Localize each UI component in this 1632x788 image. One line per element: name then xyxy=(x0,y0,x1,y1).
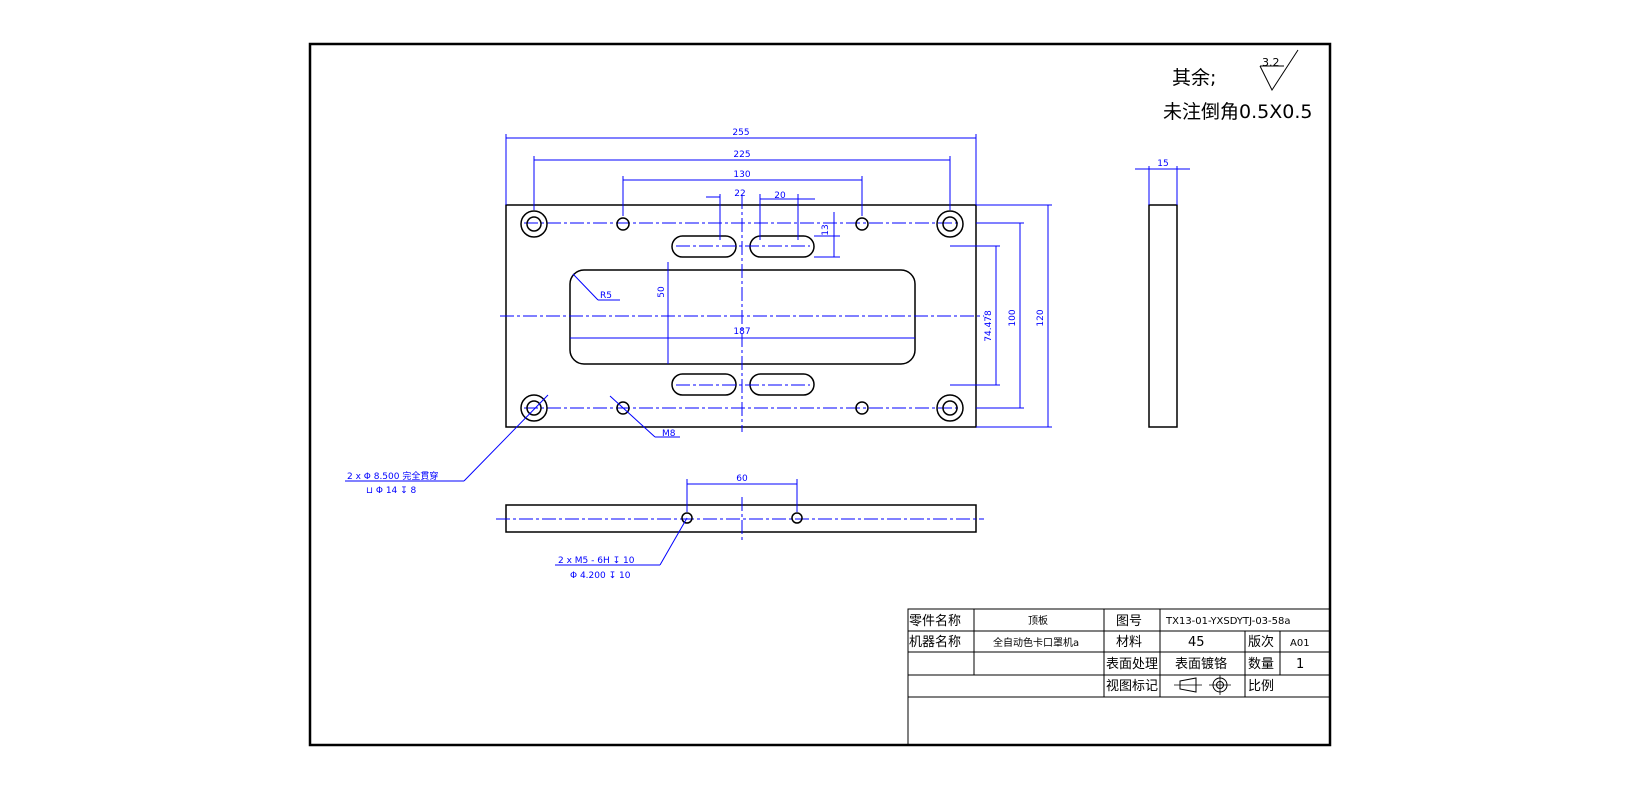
svg-text:R5: R5 xyxy=(600,291,612,301)
counterbore-hole-top-left xyxy=(520,210,548,238)
part-name-label: 零件名称 xyxy=(909,613,961,629)
hole-callout: 2 x Φ 8.500 完全貫穿 ⊔ Φ 14 ↧ 8 xyxy=(345,394,549,496)
part-name-value: 顶板 xyxy=(1028,614,1048,627)
side-view-outline xyxy=(1148,204,1178,428)
drawing-no-value: TX13-01-YXSDYTJ-03-58a xyxy=(1165,616,1291,627)
dim-13: 13 xyxy=(814,212,840,258)
r5-callout: R5 xyxy=(572,273,620,301)
dim-20: 20 xyxy=(760,191,815,240)
dim-120: 120 xyxy=(976,204,1052,428)
svg-text:M8: M8 xyxy=(662,429,676,439)
drawing-no-label: 图号 xyxy=(1116,614,1142,629)
machine-name-value: 全自动色卡口罩机a xyxy=(993,636,1079,649)
version-label: 版次 xyxy=(1248,634,1274,650)
svg-text:50: 50 xyxy=(657,286,667,298)
quantity-value: 1 xyxy=(1296,657,1304,672)
dim-225: 225 xyxy=(533,150,951,210)
dim-15: 15 xyxy=(1135,159,1190,205)
dim-60: 60 xyxy=(686,474,798,512)
roughness-value: 3.2 xyxy=(1262,56,1280,69)
svg-text:225: 225 xyxy=(733,150,750,160)
dim-50: 50 xyxy=(657,262,669,364)
svg-text:255: 255 xyxy=(732,128,749,138)
svg-text:Φ 4.200 ↧ 10: Φ 4.200 ↧ 10 xyxy=(570,571,631,581)
material-value: 45 xyxy=(1188,635,1205,650)
dim-100: 100 xyxy=(976,222,1024,409)
material-label: 材料 xyxy=(1116,635,1142,650)
drawing-frame xyxy=(308,42,1332,747)
dim-130: 130 xyxy=(622,170,863,216)
quantity-label: 数量 xyxy=(1248,657,1274,672)
counterbore-hole-bottom-left xyxy=(520,394,548,422)
m8-hole-top-left xyxy=(616,217,630,231)
svg-text:100: 100 xyxy=(1008,309,1018,326)
thread-hole-right xyxy=(791,512,803,524)
dim-187: 187 xyxy=(570,327,915,339)
svg-text:2 x Φ 8.500 完全貫穿: 2 x Φ 8.500 完全貫穿 xyxy=(347,470,438,482)
m8-hole-bottom-left xyxy=(616,401,630,415)
m8-hole-top-right xyxy=(855,217,869,231)
thread-callout: 2 x M5 - 6H ↧ 10 Φ 4.200 ↧ 10 xyxy=(555,517,688,581)
title-block: 零件名称 顶板 图号 TX13-01-YXSDYTJ-03-58a 机器名称 全… xyxy=(907,608,1331,746)
side-view: 15 xyxy=(1135,159,1190,428)
front-view: 255 225 130 22 20 13 xyxy=(345,128,1052,496)
machine-name-label: 机器名称 xyxy=(909,634,961,650)
counterbore-hole-bottom-right xyxy=(936,394,964,422)
svg-text:60: 60 xyxy=(736,474,748,484)
svg-text:130: 130 xyxy=(733,170,750,180)
projection-symbol-icon xyxy=(1174,675,1231,695)
bottom-view: 60 2 x M5 - 6H ↧ 10 Φ 4.200 ↧ 10 xyxy=(496,474,984,581)
dim-74478: 74.478 xyxy=(950,245,1000,386)
m8-callout: M8 xyxy=(609,395,680,439)
surface-treatment-label: 表面处理 xyxy=(1106,657,1158,672)
chamfer-note: 未注倒角0.5X0.5 xyxy=(1163,101,1312,123)
svg-text:22: 22 xyxy=(734,189,745,199)
remaining-roughness-label: 其余; xyxy=(1172,67,1216,89)
m8-hole-bottom-right xyxy=(855,401,869,415)
dim-22: 22 xyxy=(706,189,761,240)
view-mark-label: 视图标记 xyxy=(1106,679,1158,694)
svg-text:⊔ Φ 14 ↧ 8: ⊔ Φ 14 ↧ 8 xyxy=(366,486,417,496)
surface-treatment-value: 表面镀铬 xyxy=(1175,656,1227,672)
svg-text:15: 15 xyxy=(1157,159,1168,169)
svg-text:187: 187 xyxy=(733,327,750,337)
version-value: A01 xyxy=(1290,638,1310,649)
svg-text:74.478: 74.478 xyxy=(984,310,994,342)
counterbore-hole-top-right xyxy=(936,210,964,238)
svg-text:20: 20 xyxy=(774,191,786,201)
roughness-symbol-icon: 3.2 xyxy=(1259,49,1299,92)
svg-text:13: 13 xyxy=(821,224,831,235)
dim-255: 255 xyxy=(505,128,977,205)
thread-hole-left xyxy=(681,512,693,524)
scale-label: 比例 xyxy=(1248,679,1274,694)
svg-text:120: 120 xyxy=(1036,309,1046,326)
svg-text:2 x M5 - 6H ↧ 10: 2 x M5 - 6H ↧ 10 xyxy=(558,556,635,566)
